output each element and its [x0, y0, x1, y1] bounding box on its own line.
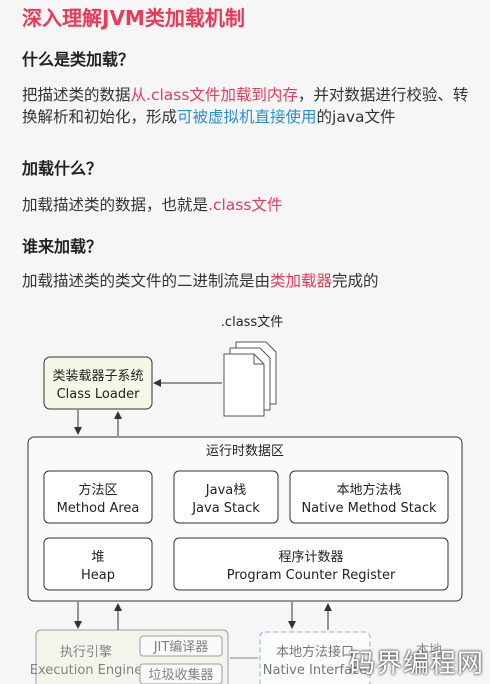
- method-area-box: [43, 470, 153, 524]
- method-area-cn: 方法区: [78, 482, 117, 498]
- answer-text: 加载描述类的类文件的二进制流是由: [22, 272, 271, 290]
- native-method-stack-cn: 本地方法栈: [336, 482, 401, 498]
- pc-register-cn: 程序计数器: [278, 550, 343, 565]
- java-stack-box: [173, 470, 279, 524]
- answer-text: 的java文件: [316, 108, 396, 126]
- native-method-stack-en: Native Method Stack: [301, 501, 437, 516]
- jit-compiler-box: [139, 635, 223, 657]
- native-interface-en: Native Interface: [263, 663, 367, 678]
- highlight-red: 类加载器: [270, 272, 333, 290]
- heap-en: Heap: [81, 568, 115, 583]
- native-library-partial-label: 本地: [416, 643, 442, 658]
- class-loader-cn: 类装载器子系统: [52, 369, 143, 384]
- garbage-collector-label: 垃圾收集器: [148, 667, 213, 683]
- runtime-data-area-label: 运行时数据区: [206, 444, 284, 459]
- class-loader-en: Class Loader: [57, 387, 141, 402]
- pc-register-en: Program Counter Register: [227, 568, 396, 583]
- java-stack-en: Java Stack: [191, 501, 260, 516]
- highlight-red: .class文件: [208, 196, 283, 214]
- native-method-stack-box: [289, 470, 449, 524]
- heap-cn: 堆: [91, 550, 104, 565]
- answer-text: ，并对数据进行校验、转换解析和初始化，形成: [22, 86, 469, 126]
- answer-text: 把描述类的数据: [22, 86, 131, 104]
- highlight-red: 从.class文件加载到内存: [130, 86, 298, 104]
- garbage-collector-box: [139, 663, 223, 684]
- answer-text: 完成的: [332, 272, 379, 290]
- native-interface-box: [259, 631, 371, 684]
- class-file-label: .class文件: [221, 315, 283, 330]
- answer-what-is-class-loading: 把描述类的数据从.class文件加载到内存，并对数据进行校验、转换解析和初始化，…: [22, 84, 472, 128]
- native-interface-group: 本地方法接口 Native Interface: [259, 631, 371, 684]
- page-title: 深入理解JVM类加载机制: [22, 6, 245, 30]
- answer-what-to-load: 加载描述类的数据，也就是.class文件: [22, 194, 472, 216]
- execution-engine-cn: 执行引擎: [60, 645, 112, 660]
- heap-box: [43, 537, 153, 591]
- watermark: 码界编程网: [348, 649, 484, 679]
- execution-engine-group: 执行引擎 Execution Engine JIT编译器 垃圾收集器: [30, 629, 229, 684]
- answer-text: 加载描述类的数据，也就是: [22, 196, 209, 214]
- class-file-icon: [223, 341, 277, 417]
- question-what-to-load: 加载什么？: [22, 159, 103, 178]
- question-who-loads: 谁来加载？: [22, 237, 103, 256]
- class-loader-box: [43, 356, 153, 410]
- java-stack-cn: Java栈: [205, 483, 246, 498]
- native-interface-cn: 本地方法接口: [276, 644, 354, 660]
- answer-who-loads: 加载描述类的类文件的二进制流是由类加载器完成的: [22, 270, 472, 292]
- jit-compiler-label: JIT编译器: [153, 640, 209, 655]
- execution-engine-en: Execution Engine: [30, 663, 142, 678]
- highlight-blue: 可被虚拟机直接使用: [177, 108, 317, 126]
- method-area-en: Method Area: [57, 501, 140, 516]
- pc-register-box: [173, 537, 449, 591]
- question-what-is-class-loading: 什么是类加载？: [22, 50, 135, 69]
